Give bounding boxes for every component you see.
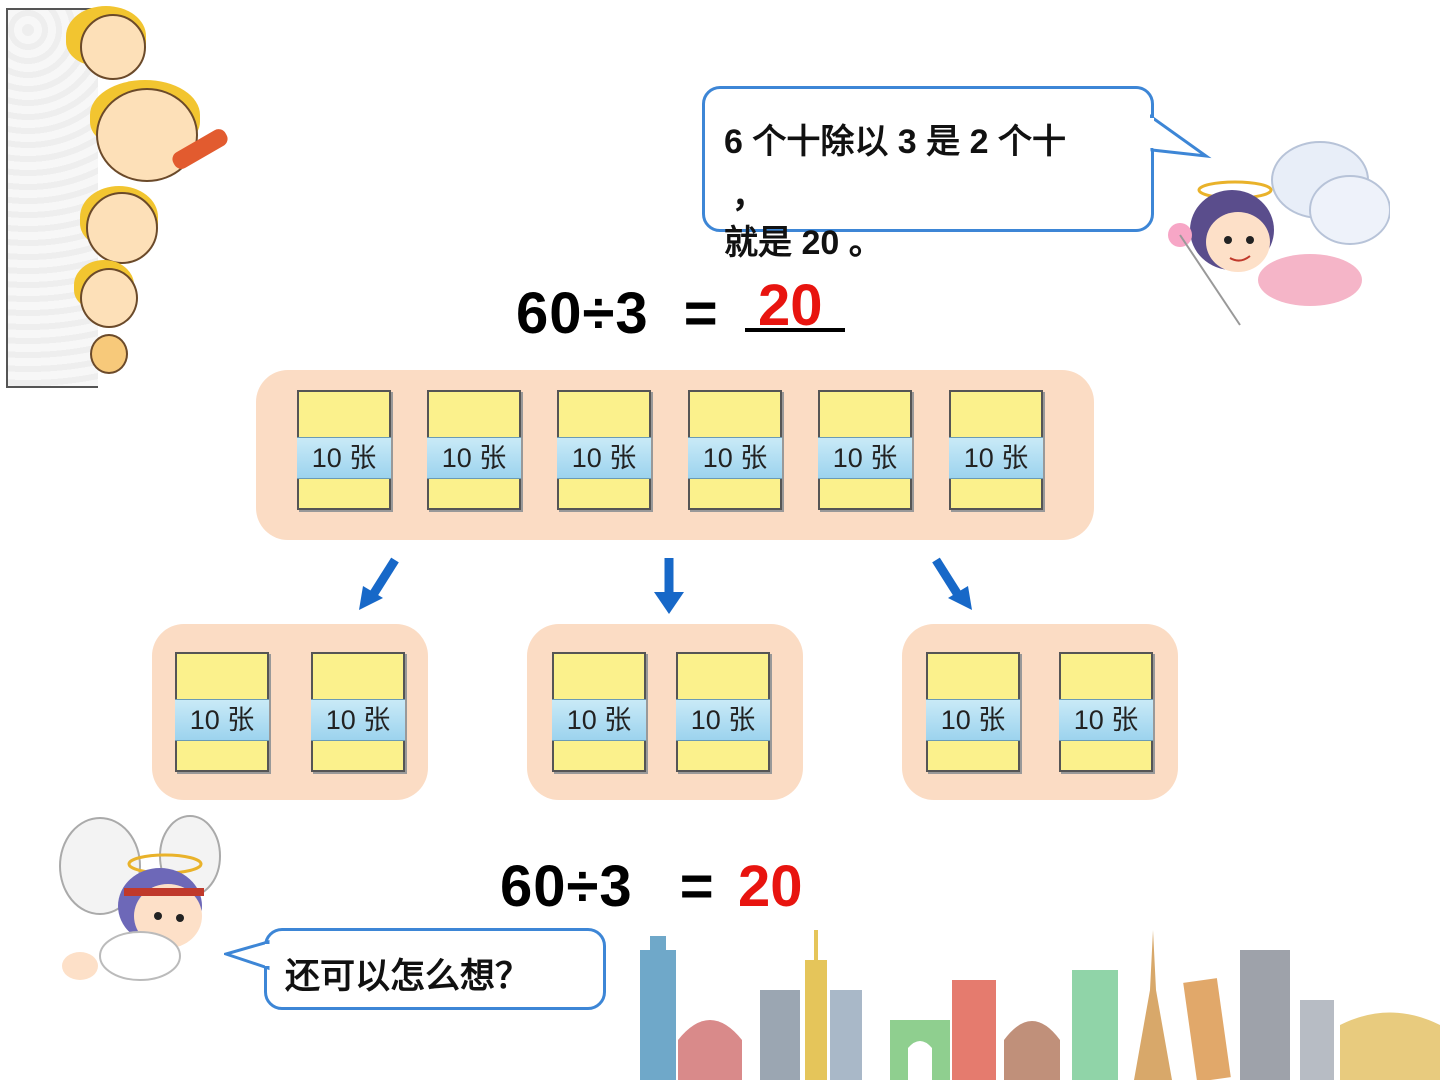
card-stack-label: 10 张 <box>297 437 391 479</box>
card-stack: 10 张 <box>311 652 405 772</box>
tray-group-1: 10 张 10 张 <box>152 624 428 800</box>
equation-top-left: 60÷3 <box>516 281 649 346</box>
arrow-down-right-icon <box>932 557 972 610</box>
kids-faces-illustration <box>60 0 231 390</box>
bubble-line-2: ， <box>732 177 766 215</box>
bubble-line-1: 6 个十除以 3 是 2 个十 <box>724 123 1066 161</box>
kids-peeking-illustration <box>6 8 98 388</box>
speech-bubble-top <box>702 86 1154 232</box>
tray-group-3: 10 张 10 张 <box>902 624 1178 800</box>
card-stack: 10 张 <box>926 652 1020 772</box>
card-stack: 10 张 <box>175 652 269 772</box>
speech-bubble-tail <box>1150 114 1212 159</box>
arrow-down-left-icon <box>359 557 399 610</box>
card-stack: 10 张 <box>818 390 912 510</box>
equation-top-equals: = <box>683 281 719 346</box>
card-stack-label: 10 张 <box>175 699 269 741</box>
speech-bubble-tail <box>224 940 270 971</box>
equation-bottom-equals: = <box>679 854 715 919</box>
card-stack: 10 张 <box>427 390 521 510</box>
card-stack-label: 10 张 <box>1059 699 1153 741</box>
card-stack-label: 10 张 <box>552 699 646 741</box>
speech-bubble-bottom-text: 还可以怎么想？ <box>285 957 531 996</box>
speech-bubble-bottom <box>264 928 606 1010</box>
card-stack: 10 张 <box>552 652 646 772</box>
angel-boy-illustration <box>59 815 221 981</box>
equation-bottom-answer: 20 <box>738 854 803 919</box>
answer-blank-line <box>745 328 845 332</box>
card-stack-label: 10 张 <box>557 437 651 479</box>
card-stack-label: 10 张 <box>818 437 912 479</box>
card-stack-label: 10 张 <box>427 437 521 479</box>
equation-top-answer: 20 <box>758 273 823 338</box>
card-stack: 10 张 <box>1059 652 1153 772</box>
tray-group-2: 10 张 10 张 <box>527 624 803 800</box>
card-stack: 10 张 <box>949 390 1043 510</box>
card-stack-label: 10 张 <box>676 699 770 741</box>
angel-girl-illustration <box>1168 141 1390 326</box>
equation-bottom-left: 60÷3 <box>500 854 633 919</box>
speech-bubble-top-text: 6 个十除以 3 是 2 个十 ， 就是 20 。 <box>724 113 1154 265</box>
card-stack-label: 10 张 <box>949 437 1043 479</box>
card-stack: 10 张 <box>557 390 651 510</box>
arrow-down-icon <box>654 558 684 614</box>
card-stack-label: 10 张 <box>926 699 1020 741</box>
card-stack: 10 张 <box>676 652 770 772</box>
card-stack: 10 张 <box>688 390 782 510</box>
cityscape-illustration <box>640 930 1440 1080</box>
bubble-line-3: 就是 20 。 <box>724 224 883 262</box>
equation-bottom: 60÷3 = <box>500 853 715 920</box>
tray-all-cards: 10 张 10 张 10 张 10 张 10 张 10 张 <box>256 370 1094 540</box>
card-stack: 10 张 <box>297 390 391 510</box>
equation-top: 60÷3 = <box>516 280 719 347</box>
card-stack-label: 10 张 <box>688 437 782 479</box>
card-stack-label: 10 张 <box>311 699 405 741</box>
